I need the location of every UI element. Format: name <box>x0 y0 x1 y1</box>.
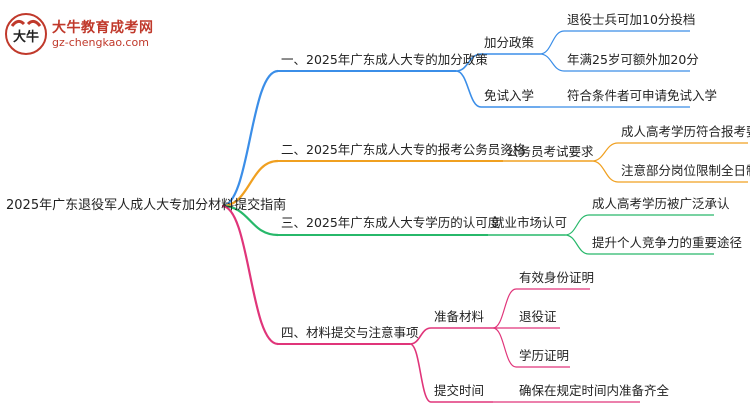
connector-root-branch-3 <box>221 204 279 237</box>
connector-root-branch-4 <box>221 204 279 346</box>
branch-3-child-1: 就业市场认可 <box>492 215 568 230</box>
branch-1-child-2: 免试入学 <box>484 88 535 103</box>
branch-4-child-1: 准备材料 <box>434 309 485 324</box>
connector-branch-1-child-2 <box>455 70 482 108</box>
connector-branch-4-leaf-3 <box>492 327 517 368</box>
connector-branch-2-leaf-2 <box>591 160 619 183</box>
branch-3-leaf-1: 成人高考学历被广泛承认 <box>592 196 730 211</box>
branch-4-label: 四、材料提交与注意事项 <box>281 325 419 340</box>
branch-1-child-1: 加分政策 <box>484 35 535 50</box>
branch-3-label: 三、2025年广东成人大专学历的认可度 <box>281 215 501 230</box>
connector-branch-2-leaf-1 <box>591 142 619 162</box>
logo-title: 大牛教育成考网 <box>52 20 154 36</box>
logo-mark-text: 大牛 <box>13 29 39 45</box>
connector-branch-4-leaf-1 <box>492 288 517 329</box>
branch-3-leaf-2: 提升个人竞争力的重要途径 <box>592 235 743 250</box>
root-topic: 2025年广东退役军人成人大专加分材料提交指南 <box>6 198 287 213</box>
branch-2-label: 二、2025年广东成人大专的报考公务员资格 <box>281 142 526 157</box>
site-logo[interactable]: 大牛 大牛教育成考网 gz-chengkao.com <box>4 12 194 56</box>
branch-2-leaf-2: 注意部分岗位限制全日制学历 <box>621 163 750 178</box>
bull-logo-icon: 大牛 <box>5 13 47 55</box>
connector-branch-1-leaf-2 <box>539 53 565 72</box>
branch-4-leaf-3: 学历证明 <box>519 348 570 363</box>
branch-4-leaf-4: 确保在规定时间内准备齐全 <box>519 383 670 398</box>
branch-4-leaf-1: 有效身份证明 <box>519 270 595 285</box>
branch-4-leaf-2: 退役证 <box>519 309 557 324</box>
branch-2-leaf-1: 成人高考学历符合报考要求 <box>621 124 750 139</box>
connector-branch-3-leaf-1 <box>564 214 590 236</box>
logo-url: gz-chengkao.com <box>52 36 149 49</box>
connector-branch-4-child-2 <box>409 343 432 403</box>
connector-branch-1-child-1 <box>455 53 482 72</box>
branch-1-leaf-3: 符合条件者可申请免试入学 <box>567 88 718 103</box>
branch-2-child-1: 公务员考试要求 <box>506 144 594 159</box>
branch-1-leaf-1: 退役士兵可加10分投档 <box>567 12 696 27</box>
connector-root-branch-1 <box>221 69 279 208</box>
connector-branch-4-child-1 <box>409 327 432 345</box>
connector-root-branch-2 <box>221 159 279 208</box>
connector-branch-1-leaf-1 <box>539 30 565 55</box>
branch-1-leaf-2: 年满25岁可额外加20分 <box>567 52 699 67</box>
branch-1-label: 一、2025年广东成人大专的加分政策 <box>281 52 488 67</box>
connector-branch-3-leaf-2 <box>564 234 590 255</box>
branch-4-child-2: 提交时间 <box>434 383 485 398</box>
